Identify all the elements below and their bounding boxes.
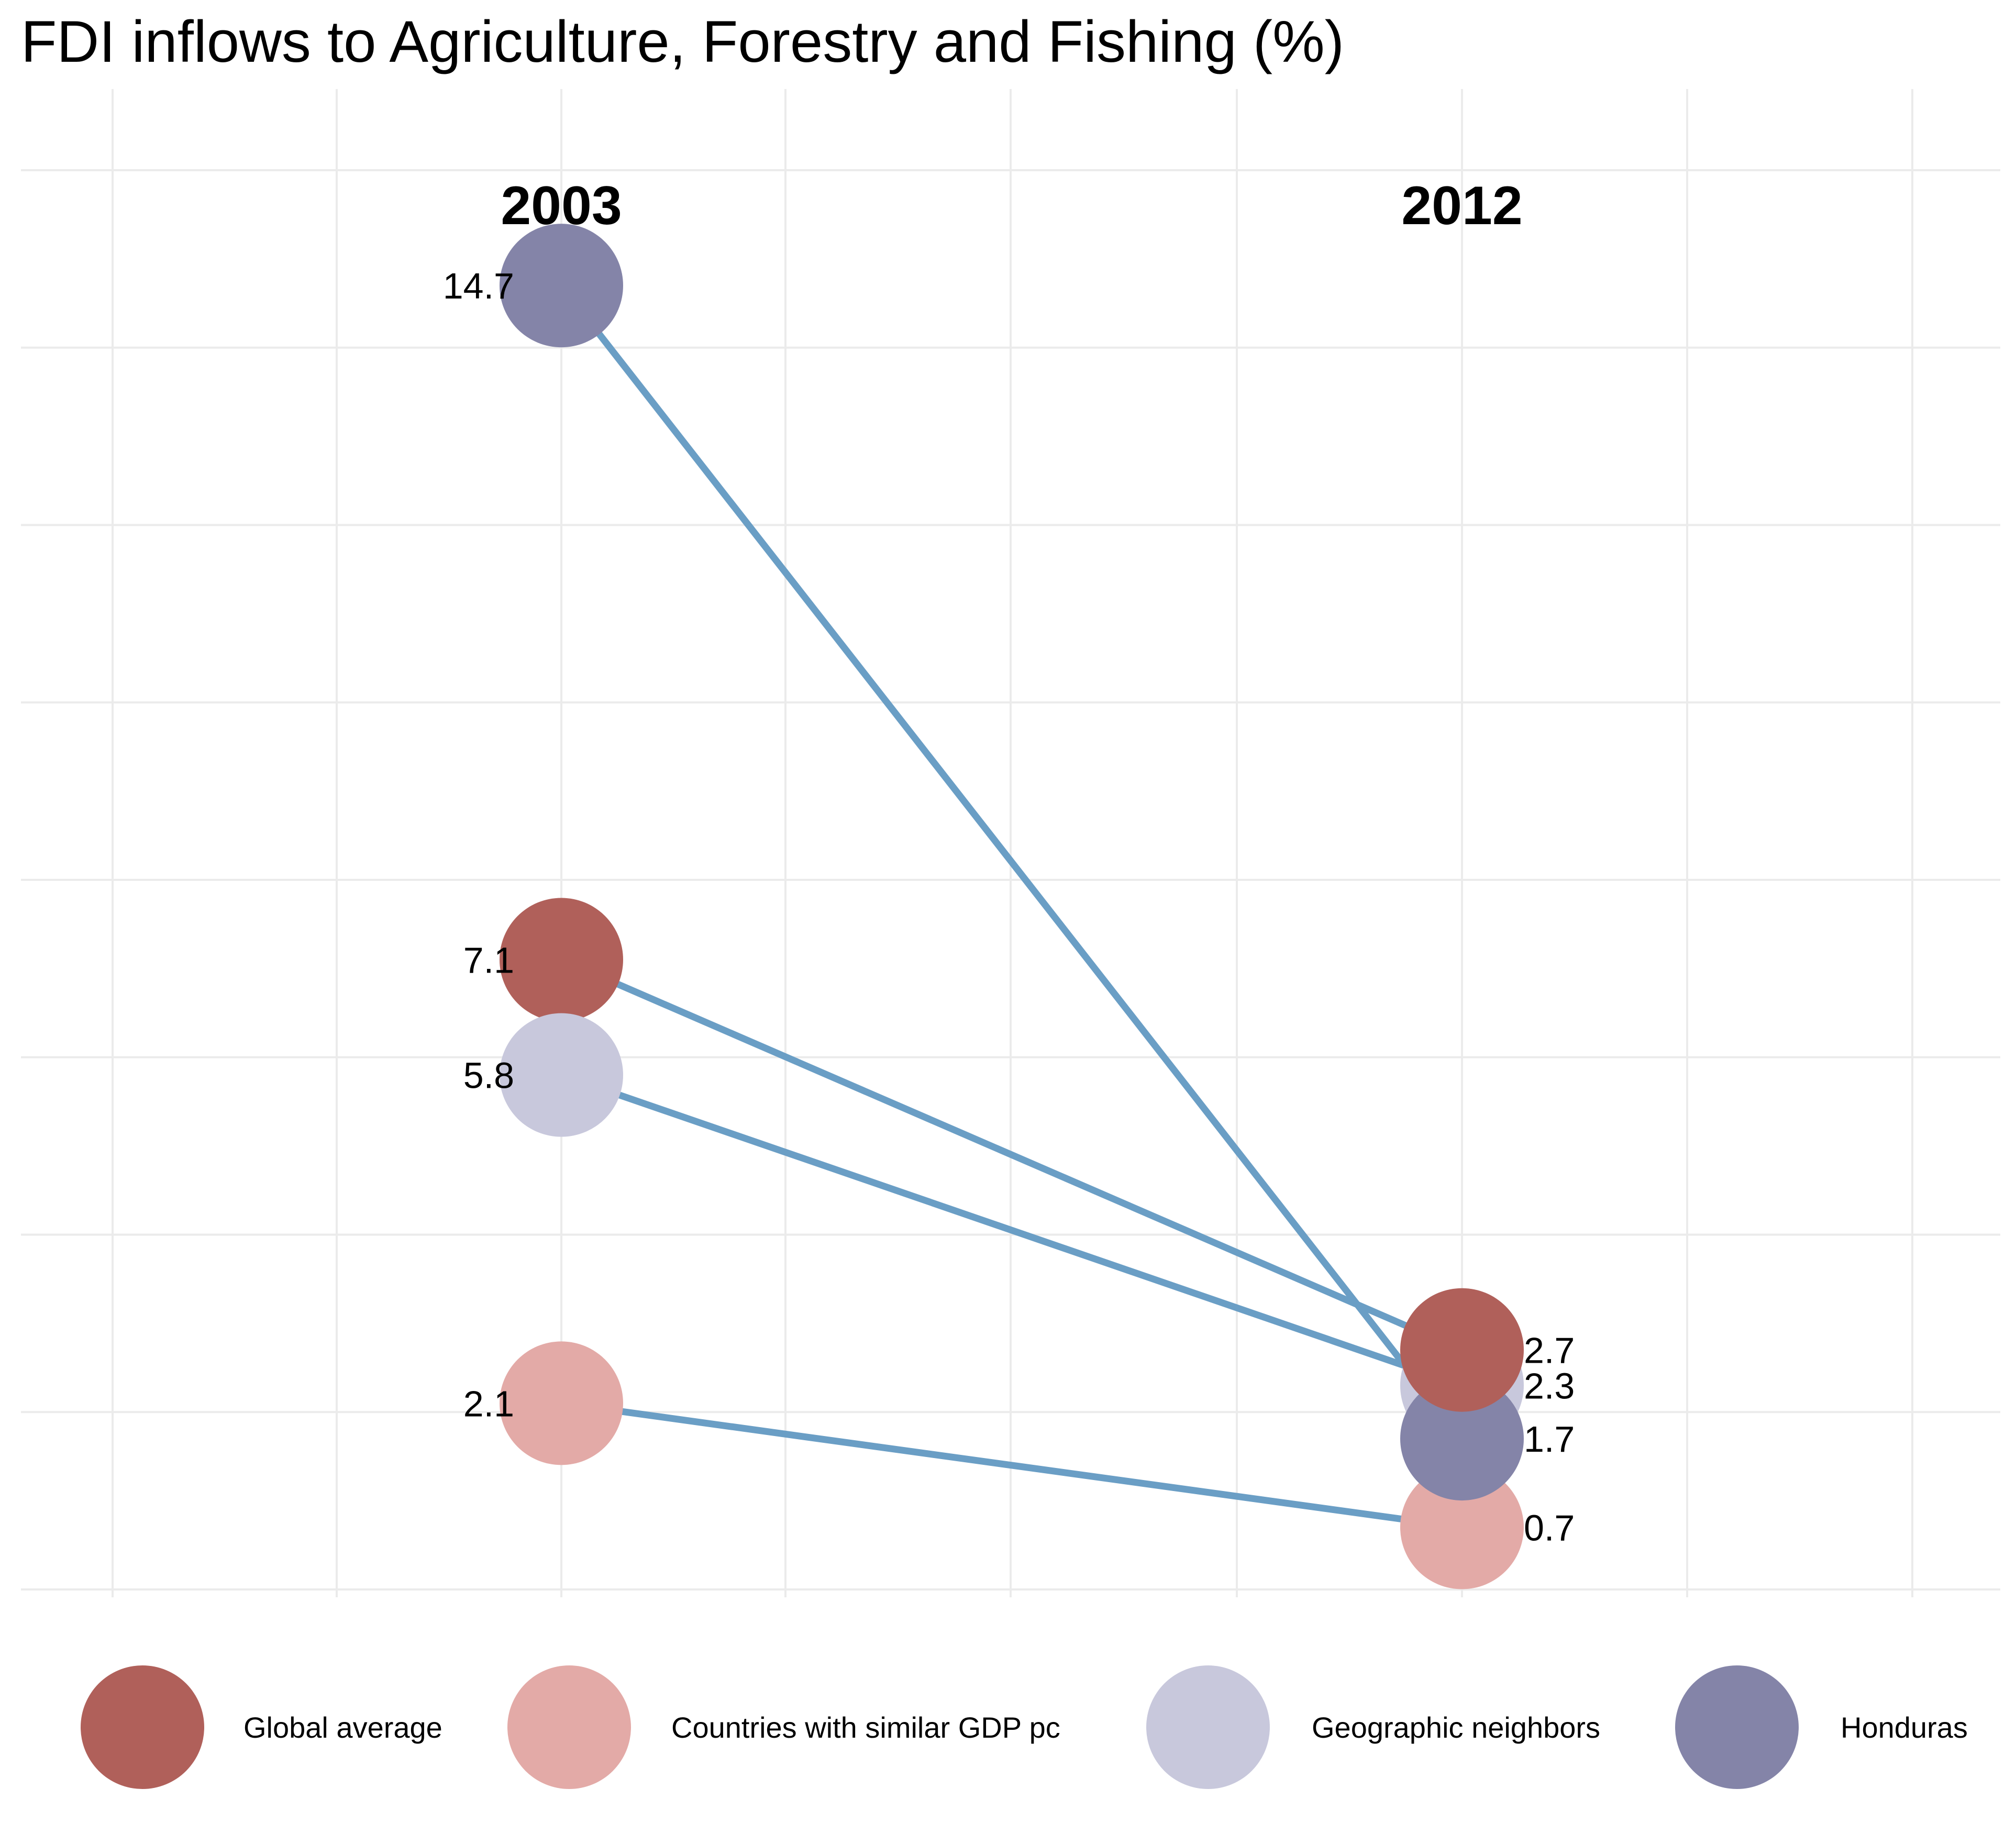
chart-title: FDI inflows to Agriculture, Forestry and… [21, 9, 1344, 74]
data-label: 7.1 [463, 940, 514, 980]
legend-label: Honduras [1841, 1711, 1968, 1744]
data-point [500, 898, 623, 1022]
data-labels: 7.1 2.7 2.1 0.7 5.8 2.3 14.7 1.7 [443, 266, 1575, 1548]
data-label: 1.7 [1524, 1419, 1575, 1460]
data-label: 0.7 [1524, 1507, 1575, 1548]
data-label: 2.7 [1524, 1330, 1575, 1371]
data-point [1400, 1377, 1524, 1501]
slope-line [560, 956, 1464, 1353]
legend-swatch [507, 1665, 631, 1789]
data-point [1400, 1465, 1524, 1589]
data-label: 2.1 [463, 1383, 514, 1424]
data-label: 5.8 [463, 1055, 514, 1096]
data-point [500, 1341, 623, 1465]
legend-swatch [1146, 1665, 1270, 1789]
data-point [1400, 1288, 1524, 1412]
data-label: 2.3 [1524, 1365, 1575, 1406]
legend-label: Countries with similar GDP pc [671, 1711, 1060, 1744]
data-label: 14.7 [443, 266, 514, 306]
legend-swatch [81, 1665, 204, 1789]
data-points [500, 224, 1524, 1589]
data-point [500, 1013, 623, 1137]
legend-label: Global average [243, 1711, 442, 1744]
slope-line [558, 283, 1465, 1441]
slope-lines [558, 283, 1465, 1531]
data-point [500, 224, 623, 348]
legend-label: Geographic neighbors [1312, 1711, 1600, 1744]
legend-swatch [1675, 1665, 1799, 1789]
x-label-2012: 2012 [1401, 175, 1522, 236]
slope-line [561, 1399, 1463, 1531]
legend: Global average Countries with similar GDP… [81, 1665, 1968, 1789]
grid [21, 89, 2000, 1597]
slope-line [560, 1072, 1464, 1389]
